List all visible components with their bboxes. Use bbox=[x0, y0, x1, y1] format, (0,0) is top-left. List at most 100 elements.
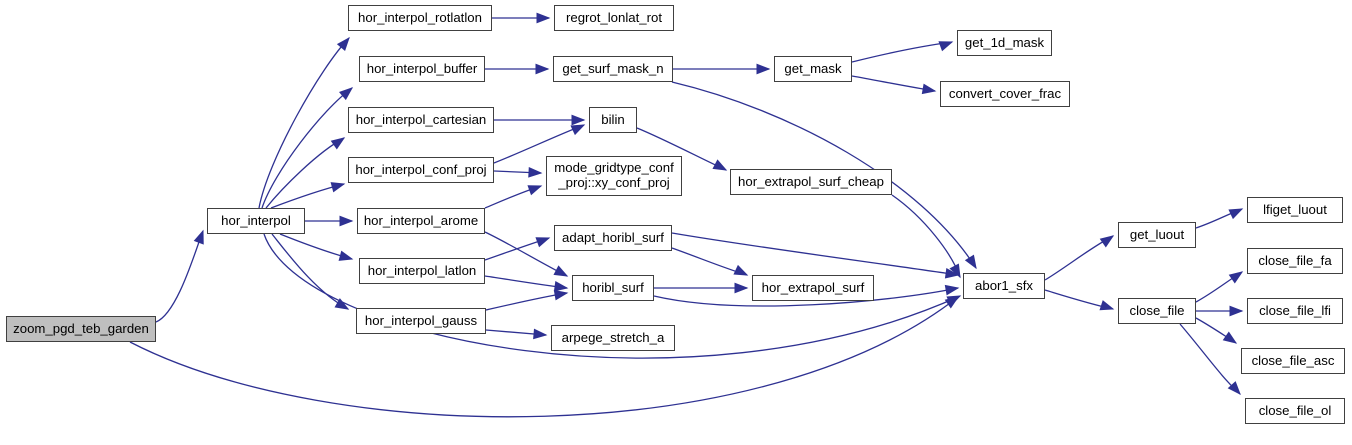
edge-zoom_pgd_teb_garden-to-abor1_sfx bbox=[129, 296, 959, 418]
node-abor1_sfx[interactable]: abor1_sfx bbox=[963, 273, 1045, 299]
node-label: hor_extrapol_surf bbox=[761, 279, 865, 295]
edge-adapt_horibl_surf-to-abor1_sfx bbox=[671, 232, 959, 276]
arrowhead bbox=[339, 215, 354, 227]
arrowhead bbox=[1227, 381, 1241, 396]
node-label: bilin bbox=[601, 111, 625, 127]
arrowhead bbox=[193, 229, 204, 245]
node-label: get_1d_mask bbox=[964, 34, 1045, 50]
arrowhead bbox=[339, 87, 354, 101]
edge-get_mask-to-get_1d_mask bbox=[851, 41, 953, 63]
node-label: hor_interpol bbox=[221, 212, 291, 228]
arrowhead bbox=[946, 295, 962, 307]
arrowhead bbox=[733, 264, 749, 276]
node-mode_gridtype_conf_proj[interactable]: mode_gridtype_conf _proj::xy_conf_proj bbox=[546, 156, 682, 196]
arrowhead bbox=[1099, 300, 1115, 311]
arrowhead bbox=[330, 182, 346, 193]
node-hor_extrapol_surf_cheap[interactable]: hor_extrapol_surf_cheap bbox=[730, 169, 892, 195]
edge-zoom_pgd_teb_garden-to-hor_interpol bbox=[155, 230, 204, 323]
arrowhead bbox=[553, 280, 569, 292]
node-label: hor_extrapol_surf_cheap bbox=[738, 173, 884, 189]
node-label: mode_gridtype_conf _proj::xy_conf_proj bbox=[554, 160, 674, 190]
edge-hor_interpol-to-hor_interpol_cartesian bbox=[265, 137, 345, 209]
edge-hor_interpol-to-hor_interpol_buffer bbox=[261, 87, 353, 209]
node-hor_interpol[interactable]: hor_interpol bbox=[207, 208, 305, 234]
arrowhead bbox=[334, 298, 350, 310]
node-label: close_file_ol bbox=[1258, 402, 1332, 418]
arrowhead bbox=[944, 284, 960, 296]
node-hor_interpol_rotlatlon[interactable]: hor_interpol_rotlatlon bbox=[348, 5, 492, 31]
node-hor_interpol_latlon[interactable]: hor_interpol_latlon bbox=[359, 258, 485, 284]
node-zoom_pgd_teb_garden[interactable]: zoom_pgd_teb_garden bbox=[6, 316, 156, 342]
node-lfiget_luout[interactable]: lfiget_luout bbox=[1247, 197, 1343, 223]
node-label: close_file_asc bbox=[1251, 352, 1335, 368]
arrowhead bbox=[536, 12, 551, 24]
arrowhead bbox=[949, 263, 961, 279]
arrowhead bbox=[938, 41, 954, 52]
node-convert_cover_frac[interactable]: convert_cover_frac bbox=[940, 81, 1070, 107]
node-regrot_lonlat_rot[interactable]: regrot_lonlat_rot bbox=[554, 5, 674, 31]
arrowhead bbox=[964, 254, 977, 270]
arrowhead bbox=[330, 137, 346, 150]
node-label: convert_cover_frac bbox=[948, 85, 1062, 101]
node-label: close_file bbox=[1129, 302, 1185, 318]
node-hor_interpol_gauss[interactable]: hor_interpol_gauss bbox=[356, 308, 486, 334]
node-hor_extrapol_surf[interactable]: hor_extrapol_surf bbox=[752, 275, 874, 301]
arrowhead bbox=[1228, 271, 1244, 284]
node-label: horibl_surf bbox=[582, 279, 644, 295]
node-hor_interpol_cartesian[interactable]: hor_interpol_cartesian bbox=[348, 107, 494, 133]
edge-get_surf_mask_n-to-abor1_sfx bbox=[671, 81, 977, 269]
node-hor_interpol_arome[interactable]: hor_interpol_arome bbox=[357, 208, 485, 234]
node-get_mask[interactable]: get_mask bbox=[774, 56, 852, 82]
node-horibl_surf[interactable]: horibl_surf bbox=[572, 275, 654, 301]
node-close_file_asc[interactable]: close_file_asc bbox=[1241, 348, 1345, 374]
arrowhead bbox=[533, 328, 548, 340]
node-arpege_stretch_a[interactable]: arpege_stretch_a bbox=[551, 325, 675, 351]
node-get_surf_mask_n[interactable]: get_surf_mask_n bbox=[553, 56, 673, 82]
arrowhead bbox=[1229, 305, 1244, 317]
node-label: get_luout bbox=[1129, 226, 1185, 242]
node-label: hor_interpol_gauss bbox=[364, 312, 478, 328]
node-label: zoom_pgd_teb_garden bbox=[13, 320, 149, 336]
node-label: lfiget_luout bbox=[1263, 201, 1327, 217]
edge-horibl_surf-to-abor1_sfx bbox=[653, 287, 959, 307]
node-label: hor_interpol_cartesian bbox=[355, 111, 487, 127]
node-close_file[interactable]: close_file bbox=[1118, 298, 1196, 324]
edge-hor_interpol-to-hor_interpol_rotlatlon bbox=[258, 37, 350, 209]
node-bilin[interactable]: bilin bbox=[589, 107, 637, 133]
edge-hor_extrapol_surf_cheap-to-abor1_sfx bbox=[891, 194, 961, 278]
arrowhead bbox=[944, 267, 960, 279]
node-label: abor1_sfx bbox=[975, 277, 1033, 293]
edge-get_mask-to-convert_cover_frac bbox=[851, 75, 936, 92]
arrowhead bbox=[535, 63, 550, 75]
arrowhead bbox=[921, 83, 937, 95]
arrowhead bbox=[527, 185, 543, 196]
node-hor_interpol_buffer[interactable]: hor_interpol_buffer bbox=[359, 56, 485, 82]
arrowhead bbox=[553, 265, 569, 277]
arrowhead bbox=[553, 289, 569, 301]
arrowhead bbox=[756, 63, 771, 75]
arrowhead bbox=[1228, 208, 1244, 220]
node-get_luout[interactable]: get_luout bbox=[1118, 222, 1196, 248]
edge-hor_interpol-to-abor1_sfx bbox=[263, 233, 961, 359]
node-label: get_mask bbox=[784, 60, 842, 76]
node-close_file_fa[interactable]: close_file_fa bbox=[1247, 248, 1343, 274]
arrowhead bbox=[528, 167, 543, 178]
node-label: regrot_lonlat_rot bbox=[565, 9, 663, 25]
node-hor_interpol_conf_proj[interactable]: hor_interpol_conf_proj bbox=[348, 157, 494, 183]
node-label: close_file_fa bbox=[1258, 252, 1332, 268]
node-close_file_lfi[interactable]: close_file_lfi bbox=[1247, 298, 1343, 324]
arrowhead bbox=[570, 124, 586, 136]
node-label: close_file_lfi bbox=[1259, 302, 1331, 318]
edge-close_file-to-close_file_ol bbox=[1179, 323, 1241, 395]
arrowhead bbox=[1222, 331, 1238, 344]
node-close_file_ol[interactable]: close_file_ol bbox=[1245, 398, 1345, 424]
arrowhead bbox=[336, 36, 350, 51]
arrowhead bbox=[734, 282, 749, 294]
node-adapt_horibl_surf[interactable]: adapt_horibl_surf bbox=[554, 225, 672, 251]
node-label: hor_interpol_latlon bbox=[367, 262, 477, 278]
node-get_1d_mask[interactable]: get_1d_mask bbox=[957, 30, 1052, 56]
node-label: hor_interpol_conf_proj bbox=[355, 161, 487, 177]
arrowhead bbox=[712, 159, 728, 171]
